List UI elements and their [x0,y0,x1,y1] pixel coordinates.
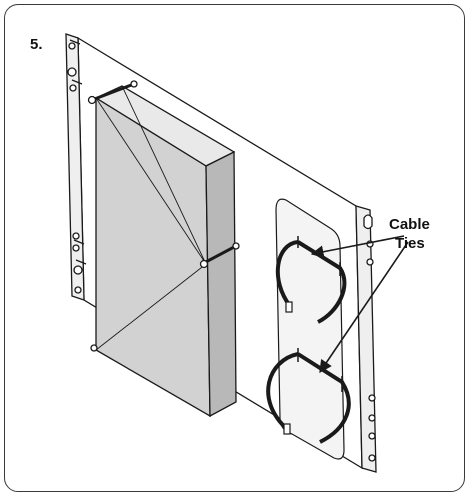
callout-line-2: Ties [395,235,425,252]
plate-cutout [275,198,345,460]
callout-line-1: Cable [389,216,430,233]
cable-loop-upper-icon [275,236,347,324]
device-box-icon [87,80,240,418]
step-number: 5. [30,36,43,53]
cable-loop-lower-icon [266,348,351,444]
callout-arrows [310,235,409,374]
